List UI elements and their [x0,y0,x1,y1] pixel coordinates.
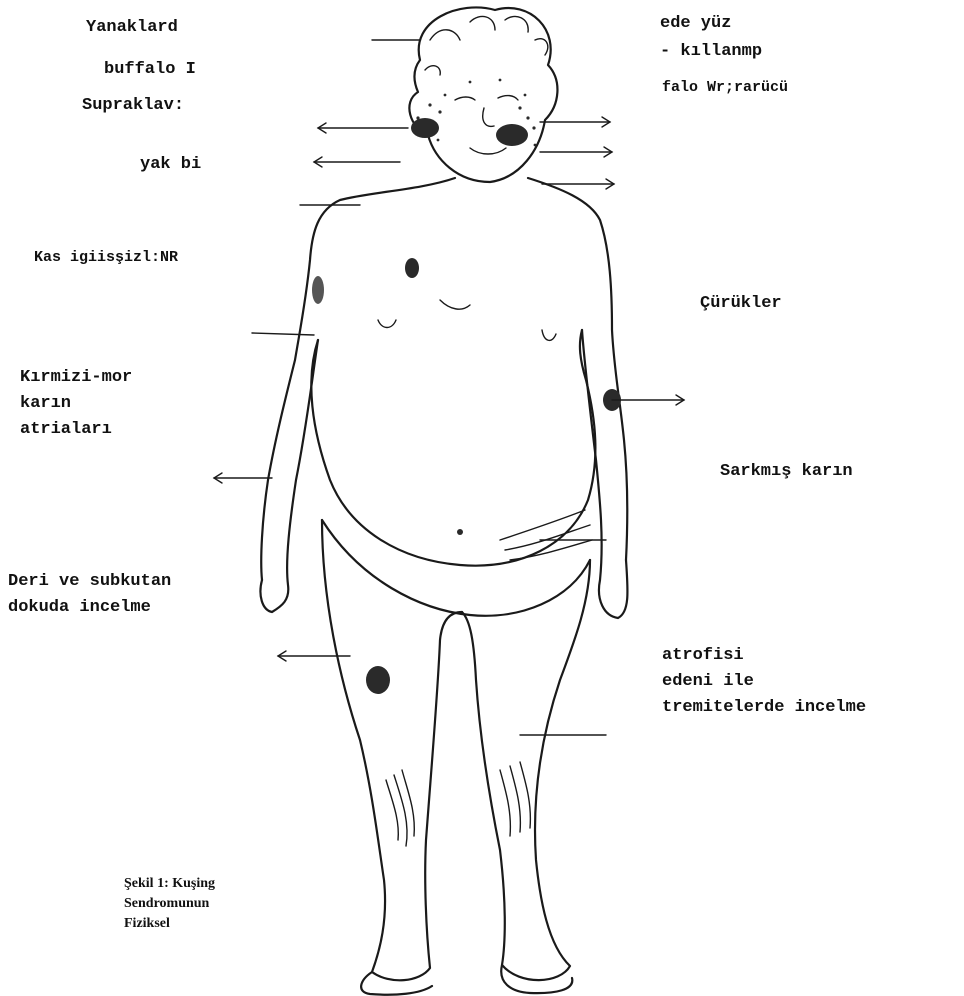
label-cheeks: Yanaklard [86,18,178,38]
hair-curls [425,16,548,75]
bruise-thigh [366,666,390,694]
label-striae: atriaları [20,420,112,440]
label-pendulous-abdomen: Sarkmış karın [720,462,853,482]
right-nipple [542,330,556,340]
mouth [470,148,506,154]
bruise-arm-left [312,276,324,304]
label-muscle-weakness: Kas igiisşizl:NR [34,248,178,268]
label-skin-thinning: Deri ve subkutan [8,572,171,592]
label-red-purple: Kırmizi-mor [20,368,132,388]
label-moon-face: ede yüz [660,14,731,34]
leg-hair-right [500,762,530,836]
label-buffalo-right: falo Wr;rarücü [662,78,788,98]
label-abdomen: karın [20,394,71,414]
torso-outline-right [528,178,627,560]
bruise-chest [405,258,419,278]
label-limb-thinning: tremitelerde incelme [662,698,866,718]
label-due-to: edeni ile [662,672,754,692]
label-atrophy: atrofisi [662,646,744,666]
right-eye [498,96,518,100]
pointer-lines [214,40,684,735]
right-leg [462,560,590,980]
belly-crease [440,300,470,309]
label-buffalo-hump: buffalo I [104,60,196,80]
label-bruises: Çürükler [700,294,782,314]
nose [483,108,494,126]
right-cheek-flush [496,124,528,146]
caption-line-2: Sendromunun [124,894,209,914]
left-nipple [378,320,396,328]
label-hirsutism: - kıllanmp [660,42,762,62]
navel [457,529,463,535]
label-supraclavicular: Supraklav: [82,96,184,116]
head-outline [409,7,557,182]
hip-line [322,520,590,616]
left-eye [455,97,475,100]
belly-outline [311,330,595,566]
caption-line-3: Fiziksel [124,914,170,934]
label-tissue-thinning: dokuda incelme [8,598,151,618]
label-fat-pad: yak bi [140,155,201,175]
left-cheek-flush [411,118,439,138]
leg-hair-left [386,770,414,846]
caption-line-1: Şekil 1: Kuşing [124,874,215,894]
